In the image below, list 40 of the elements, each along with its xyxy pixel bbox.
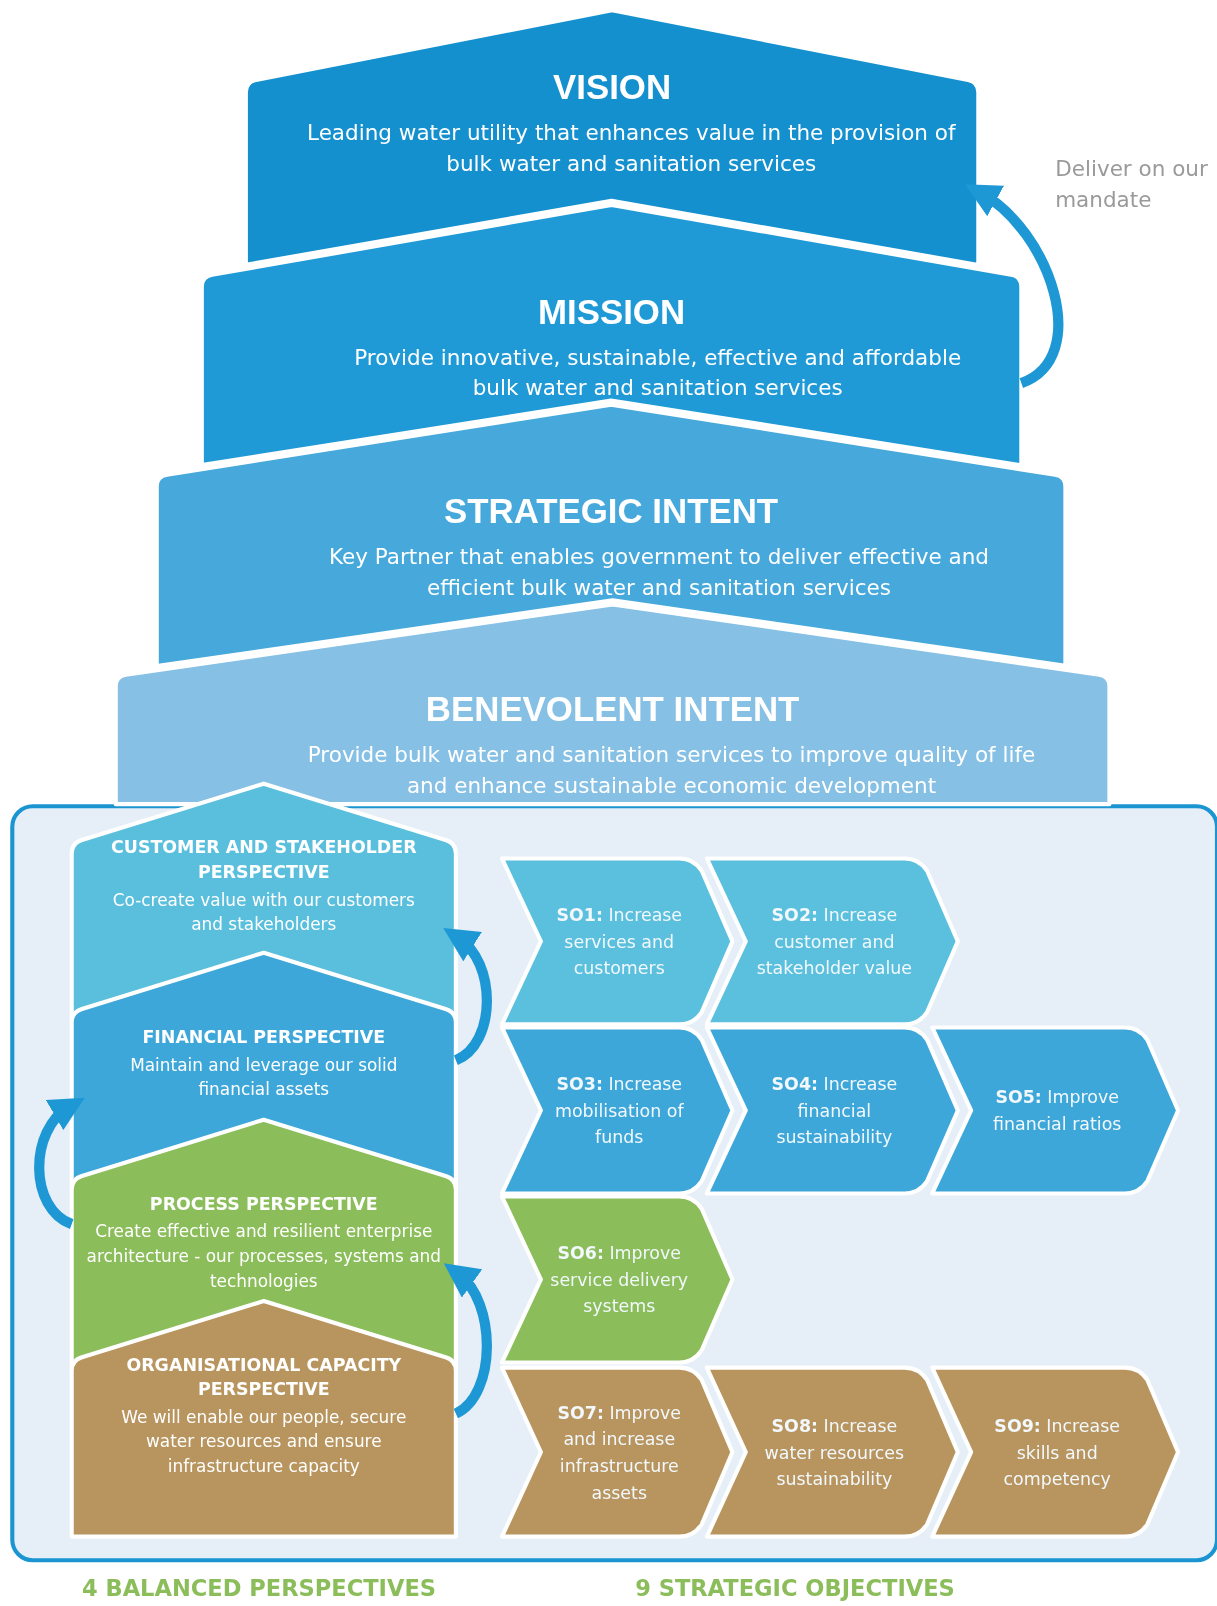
pentagon-band: [245, 10, 979, 265]
description: We will enable our people, secure water resources and ensure infrastructure capacity: [120, 1406, 408, 1479]
objective-text: SO5: Improve financial ratios: [992, 1085, 1123, 1136]
heading: PROCESS PERSPECTIVE: [148, 1192, 379, 1216]
objective-text: SO1: Increase services and customers: [555, 903, 684, 981]
objective-text: SO2: Increase customer and stakeholder value: [755, 903, 914, 981]
section-caption: 4 BALANCED PERSPECTIVES: [81, 1575, 437, 1602]
description: Key Partner that enables government to deliver effective and efficient bulk water and sanitation services: [327, 544, 990, 603]
chevron-box: [501, 1196, 733, 1363]
chevron-box: [932, 1027, 1179, 1194]
chevron-box: [706, 858, 958, 1025]
objective-text: SO4: Increase financial sustainability: [770, 1072, 899, 1150]
objective-text: SO6: Improve service delivery systems: [549, 1241, 690, 1319]
description: Maintain and leverage our solid financial assets: [129, 1054, 399, 1102]
chevron-box: [706, 1367, 958, 1537]
chevron-box: [706, 1027, 958, 1194]
objective-text: SO7: Improve and increase infrastructure assets: [556, 1400, 683, 1505]
heading: CUSTOMER AND STAKEHOLDER PERSPECTIVE: [109, 835, 418, 884]
heading: MISSION: [537, 290, 687, 332]
heading: FINANCIAL PERSPECTIVE: [141, 1025, 387, 1049]
pentagon-band: [156, 404, 1066, 667]
pentagon-band: [201, 204, 1022, 466]
description: Co-create value with our customers and stakeholders: [111, 889, 416, 937]
pentagon-band: [115, 604, 1110, 805]
chevron-box: [501, 1367, 733, 1537]
chevron-box: [932, 1367, 1179, 1537]
description: Leading water utility that enhances value in the provision of bulk water and sanitation services: [306, 119, 957, 179]
heading: ORGANISATIONAL CAPACITY PERSPECTIVE: [125, 1353, 403, 1402]
chevron-box: [501, 858, 733, 1025]
description: Create effective and resilient enterprise architecture - our processes, systems and technologies: [85, 1221, 442, 1293]
objective-text: SO8: Increase water resources sustainability: [763, 1414, 906, 1491]
section-caption: 9 STRATEGIC OBJECTIVES: [635, 1575, 955, 1602]
description: Provide innovative, sustainable, effective and affordable bulk water and sanitation services: [353, 344, 963, 403]
heading: STRATEGIC INTENT: [443, 490, 780, 532]
heading: VISION: [552, 66, 673, 108]
heading: BENEVOLENT INTENT: [424, 688, 801, 730]
objective-text: SO9: Increase skills and competency: [993, 1414, 1122, 1491]
chevron-box: [501, 1027, 733, 1194]
objective-text: SO3: Increase mobilisation of funds: [553, 1072, 685, 1150]
description: Provide bulk water and sanitation services to improve quality of life and enhance sustainable economic development: [306, 741, 1037, 800]
